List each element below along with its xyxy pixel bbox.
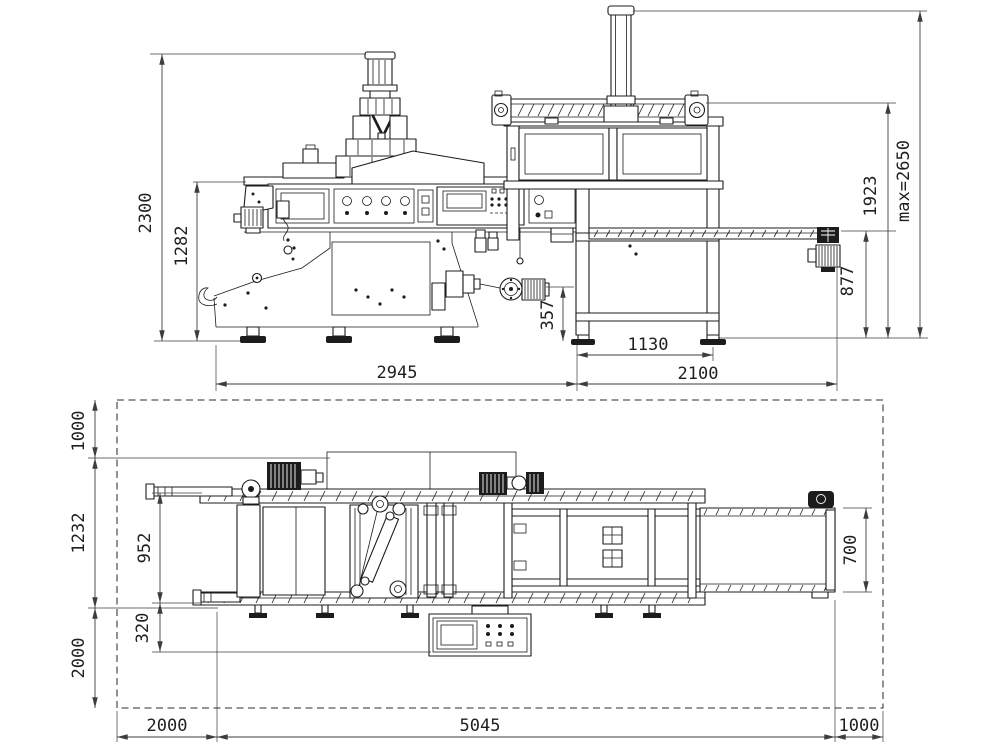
dim-label: 1923 bbox=[861, 176, 881, 217]
dim-label: 1000 bbox=[69, 411, 89, 452]
dimension-bottom-clearance-width: 2000 bbox=[69, 608, 98, 708]
dim-label: 1282 bbox=[172, 226, 192, 267]
dim-label: 357 bbox=[538, 300, 558, 331]
dimension-rail-span: 952 bbox=[135, 493, 163, 603]
unwind-shafts bbox=[145, 483, 241, 606]
mold-clamp bbox=[602, 549, 623, 568]
dim-label: 1232 bbox=[69, 513, 89, 554]
dimension-overall-height: 2300 bbox=[136, 54, 165, 341]
dim-label: 2000 bbox=[69, 638, 89, 679]
dimension-station-leg-span: 1130 bbox=[577, 335, 713, 358]
output-conveyor-plan bbox=[699, 491, 836, 599]
deck-top-fixtures bbox=[282, 144, 345, 179]
window-hinge bbox=[510, 147, 516, 161]
leveling-feet bbox=[240, 326, 460, 343]
unwind-gear-motor bbox=[233, 185, 295, 261]
drive-motors-plan bbox=[241, 462, 544, 505]
dimension-rail-height: 1923 bbox=[861, 103, 891, 338]
film-roll-plan bbox=[236, 504, 326, 598]
station-frame-plan bbox=[503, 502, 701, 599]
dim-label: 2300 bbox=[136, 193, 156, 234]
bolt-dots bbox=[223, 238, 446, 310]
transfer-rail bbox=[491, 90, 709, 126]
lift-column bbox=[603, 5, 639, 123]
dim-label: 2000 bbox=[147, 716, 188, 736]
guide-slats bbox=[423, 502, 457, 598]
dim-label: 877 bbox=[838, 266, 858, 297]
dim-label: 952 bbox=[135, 533, 155, 564]
dimension-conveyor-height: 877 bbox=[838, 231, 869, 338]
dimension-left-clearance: 2000 bbox=[117, 716, 217, 740]
air-cylinder bbox=[367, 58, 393, 86]
vacuum-pump-and-motor bbox=[431, 270, 550, 311]
dimension-top-clearance: 1000 bbox=[69, 400, 98, 458]
dimensions-plan-view: 1000 1232 2000 952 320 2000 bbox=[69, 400, 884, 742]
toggle-linkage-plan bbox=[349, 495, 419, 599]
guard-window bbox=[616, 127, 708, 181]
indicator bbox=[534, 195, 544, 205]
dimension-station-length: 2100 bbox=[577, 364, 837, 387]
dimension-body-length: 2945 bbox=[216, 363, 577, 387]
control-pendant-plan bbox=[428, 605, 532, 657]
dimension-machine-width: 1232 bbox=[69, 458, 98, 608]
dimension-right-clearance: 1000 bbox=[835, 716, 883, 740]
winder-motor bbox=[521, 278, 546, 301]
machine-side-elevation bbox=[198, 5, 841, 345]
mold-clamp bbox=[602, 526, 623, 545]
cylinder-cap bbox=[364, 51, 396, 60]
pendant-screen bbox=[440, 624, 474, 646]
end-roller bbox=[825, 509, 836, 591]
toggle-link bbox=[371, 115, 383, 133]
dimension-conveyor-width: 700 bbox=[841, 508, 869, 592]
switch[interactable] bbox=[544, 210, 553, 219]
heater-hood bbox=[351, 150, 485, 185]
base-opening bbox=[331, 241, 431, 316]
pendant-key[interactable] bbox=[496, 641, 503, 647]
output-conveyor-arm bbox=[588, 227, 841, 272]
dimensions-side-view: 2300 1282 357 2945 1130 2100 bbox=[136, 10, 928, 391]
plan-view: 1000 1232 2000 952 320 2000 bbox=[69, 399, 884, 742]
support-stubs bbox=[249, 604, 661, 618]
switch[interactable] bbox=[421, 195, 430, 204]
hanging-chain bbox=[282, 217, 289, 242]
film-hook bbox=[198, 287, 218, 306]
machine-plan-view bbox=[145, 451, 836, 657]
knob[interactable] bbox=[400, 196, 410, 206]
guard-window bbox=[518, 127, 610, 181]
dimension-panel-offset: 320 bbox=[133, 603, 163, 652]
control-console bbox=[267, 183, 578, 229]
air-service-units bbox=[474, 227, 638, 265]
display-screen bbox=[446, 193, 483, 209]
dim-label: 2945 bbox=[377, 363, 418, 383]
dimension-max-height: max=2650 bbox=[894, 10, 923, 338]
dim-label: 320 bbox=[133, 613, 153, 644]
switch[interactable] bbox=[421, 207, 430, 216]
floor-space-boundary bbox=[116, 399, 884, 709]
dim-label: 1130 bbox=[628, 335, 669, 355]
knob-panel bbox=[333, 188, 415, 224]
dimension-overall-length: 5045 bbox=[217, 716, 835, 740]
knob[interactable] bbox=[342, 196, 352, 206]
solenoid-valve bbox=[276, 200, 290, 219]
side-elevation-view: 2300 1282 357 2945 1130 2100 bbox=[136, 5, 928, 391]
dimension-deck-height: 1282 bbox=[172, 182, 200, 341]
dim-label: 700 bbox=[841, 535, 861, 566]
knob[interactable] bbox=[362, 196, 372, 206]
pendant-key[interactable] bbox=[507, 641, 514, 647]
dim-label: 5045 bbox=[460, 716, 501, 736]
pendant-key[interactable] bbox=[485, 641, 492, 647]
conveyor-motor-plan bbox=[808, 491, 834, 508]
dim-label: 1000 bbox=[839, 716, 880, 736]
knob[interactable] bbox=[381, 196, 391, 206]
dimension-winder-height: 357 bbox=[538, 287, 566, 341]
dim-label: 2100 bbox=[678, 364, 719, 384]
dim-label: max=2650 bbox=[894, 140, 914, 222]
